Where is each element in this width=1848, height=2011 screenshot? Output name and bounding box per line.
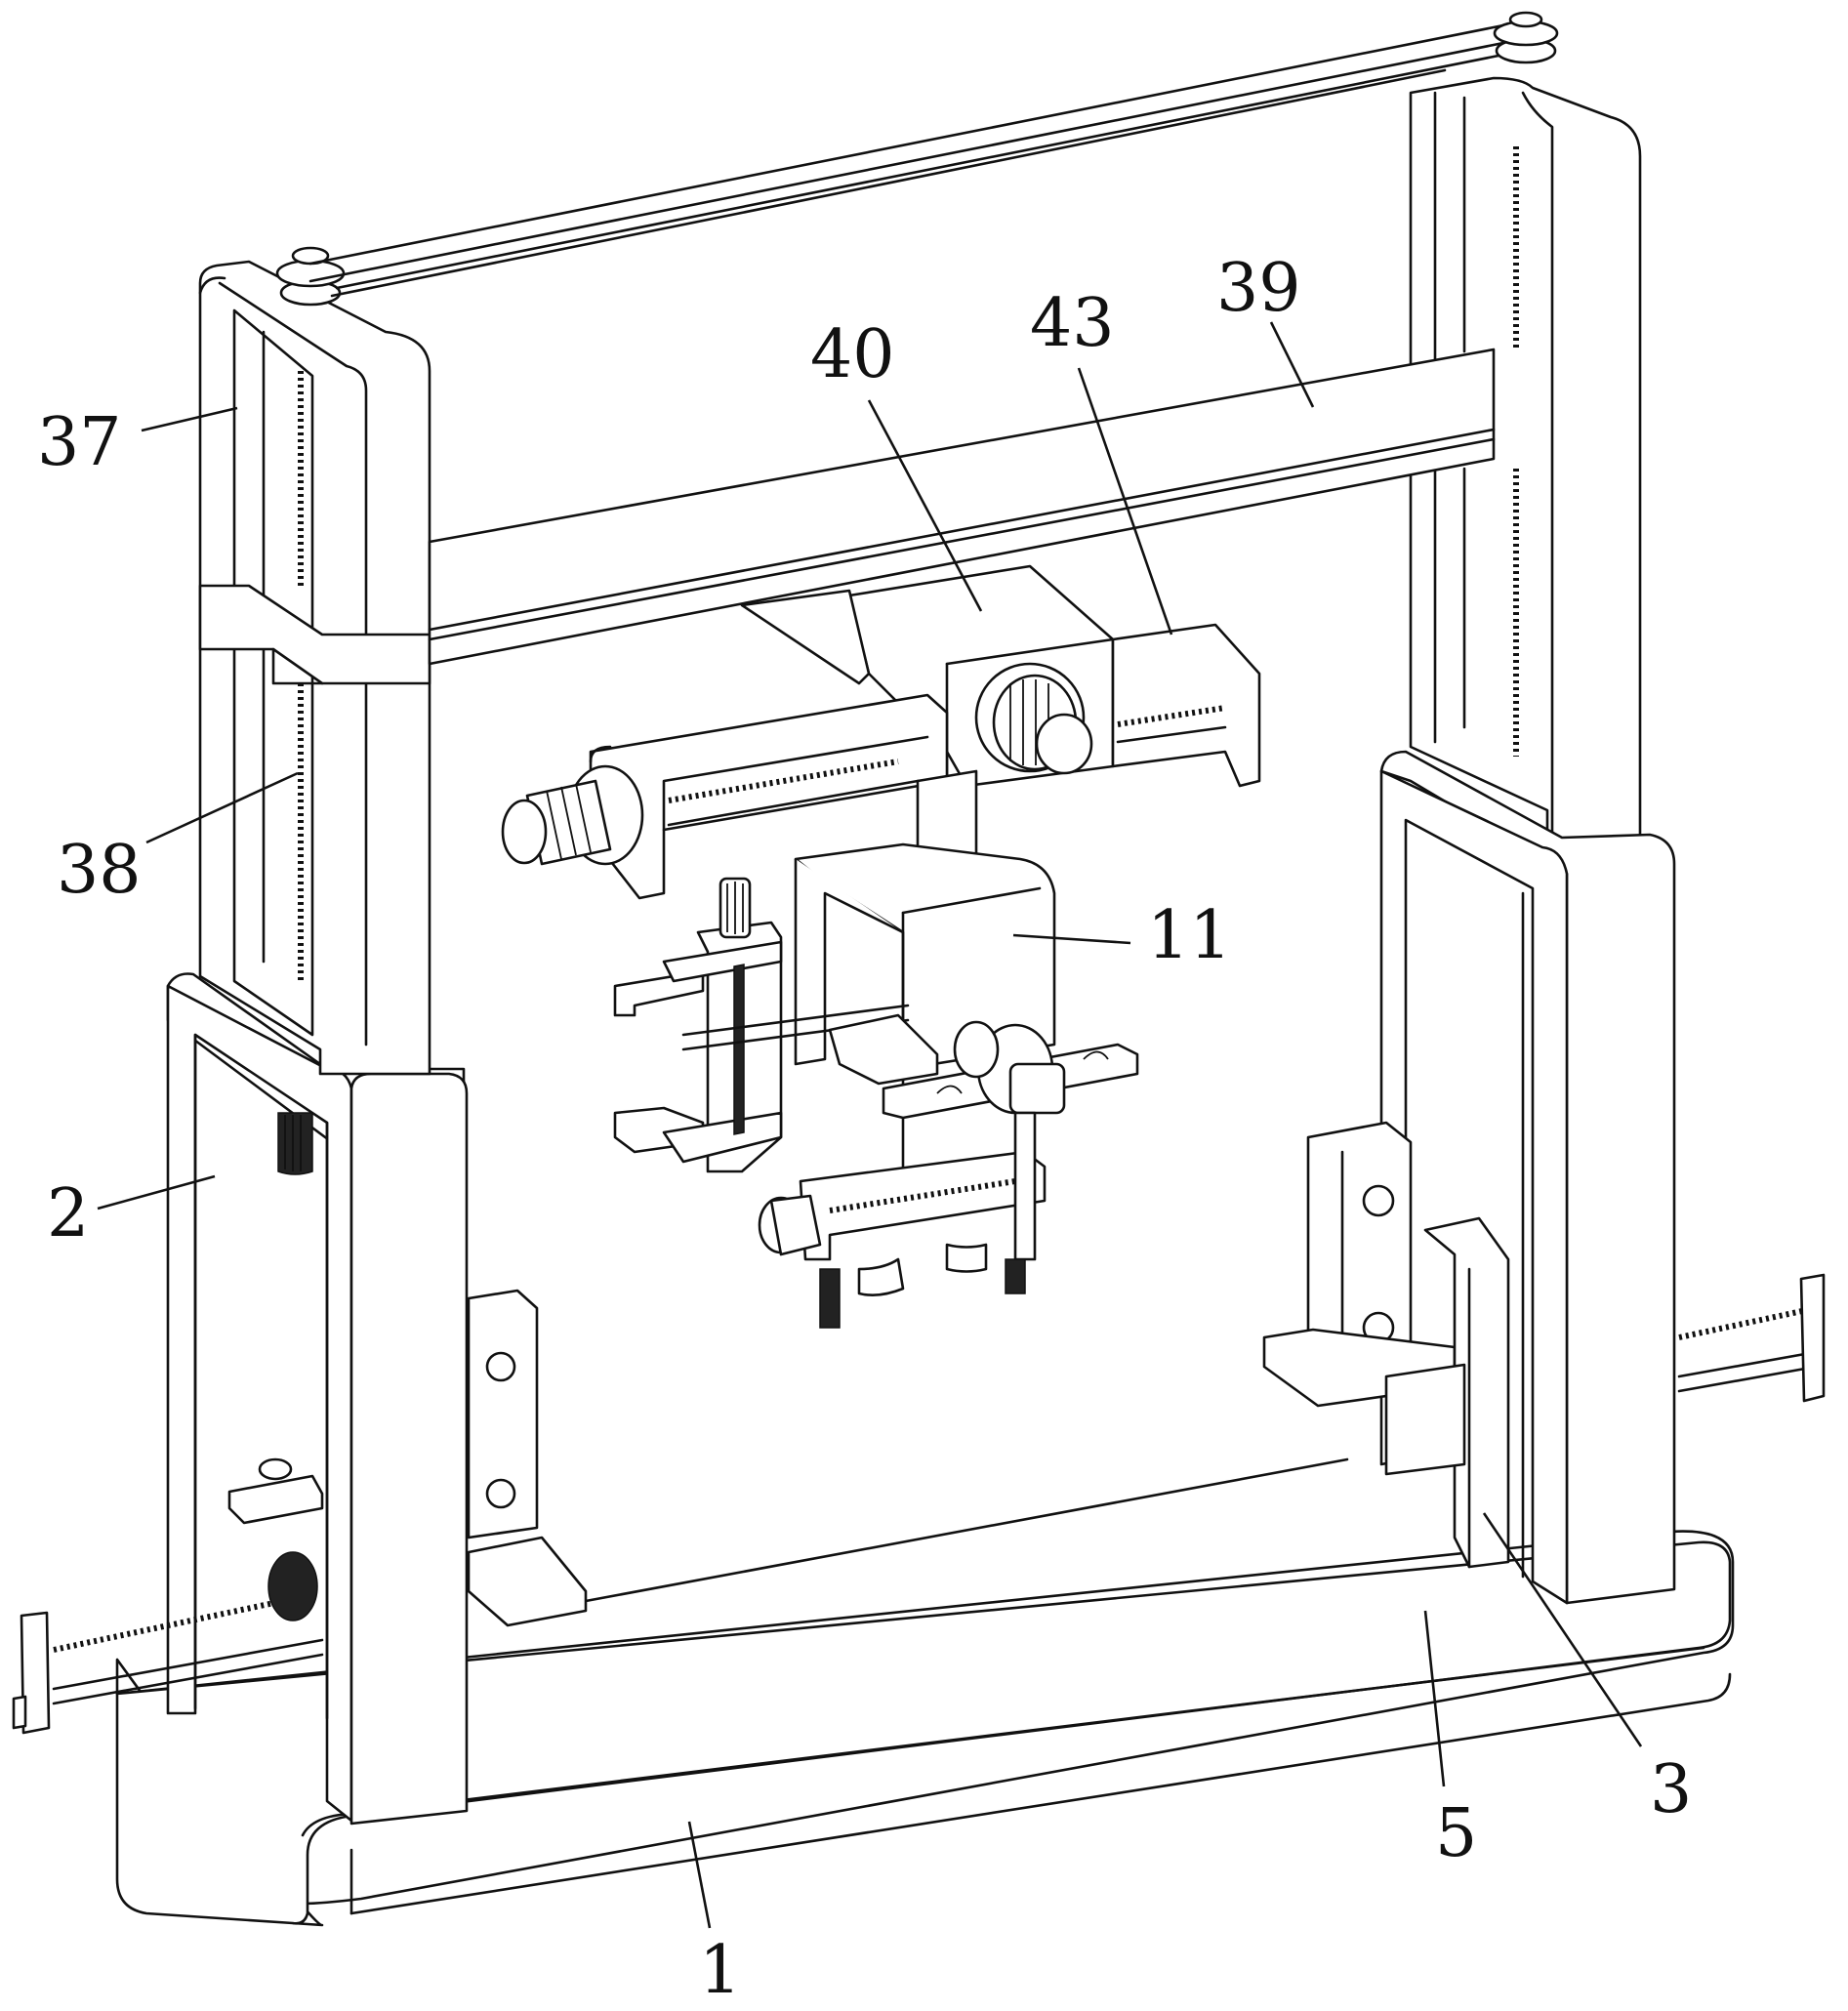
leader-3 [1482,1512,1643,1747]
leader-1 [687,1821,712,1929]
base-back-edge [584,1457,1349,1603]
crossbeam [428,348,1496,666]
right-clamp [1384,1216,1510,1569]
left-pulley [275,246,346,307]
leader-2 [97,1174,216,1211]
left-lower-column [166,972,469,1826]
right-lead-screw [1677,1273,1826,1403]
label-43: 43 [1030,285,1115,362]
label-3: 3 [1650,1751,1693,1828]
left-upper-column [198,260,431,1076]
right-upper-column [1409,76,1642,851]
right-rail [1111,623,1261,788]
left-bracket [467,1289,588,1627]
left-arm-rail [589,693,949,900]
leader-40 [867,399,983,612]
label-39: 39 [1216,250,1301,327]
leader-43 [1077,367,1173,636]
leader-39 [1269,321,1315,408]
leader-38 [145,771,299,844]
left-clamp [613,877,910,1173]
left-lead-screw [12,1457,324,1735]
leader-lines [97,321,1643,1929]
label-38: 38 [57,832,142,909]
leader-11 [1012,933,1131,945]
top-belt [308,20,1544,298]
left-arm-knob[interactable] [501,764,644,866]
label-2: 2 [47,1175,90,1252]
slider-knob[interactable] [974,662,1093,775]
right-bracket [1262,1121,1457,1408]
leader-5 [1423,1610,1446,1787]
label-1: 1 [699,1932,742,2009]
lower-gripper [758,1111,1047,1329]
label-5: 5 [1435,1795,1478,1872]
label-40: 40 [810,316,895,393]
right-lower-column [1379,750,1676,1605]
leader-37 [141,406,238,432]
label-11: 11 [1147,897,1232,974]
hook-assembly [828,1013,1139,1120]
label-37: 37 [37,404,122,481]
right-pulley [1493,11,1559,64]
